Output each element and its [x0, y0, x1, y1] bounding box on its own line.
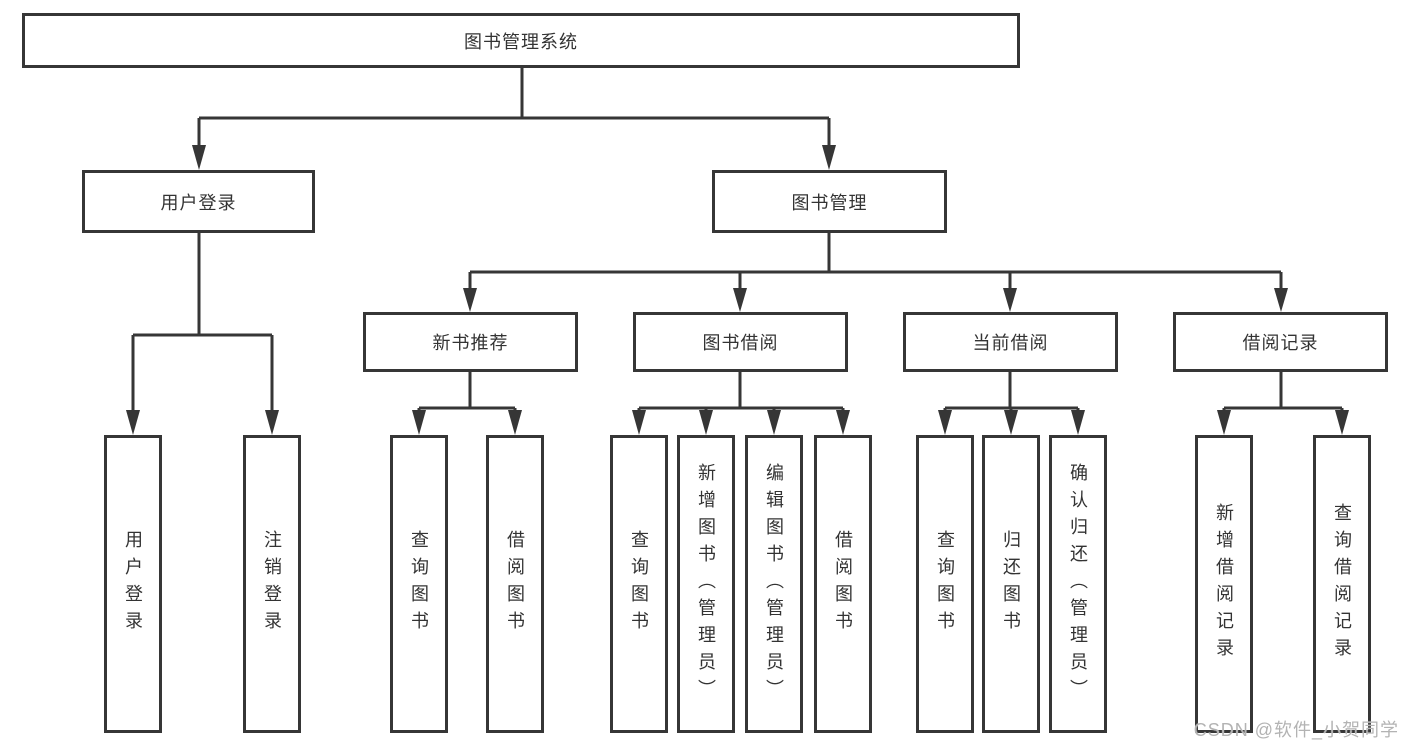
node-current-borrowing: 当前借阅 [903, 312, 1118, 372]
arrowheads [126, 145, 1349, 435]
leaf-borrow-books-1: 借阅图书 [486, 435, 544, 733]
leaf-edit-books-admin: 编辑图书（管理员） [745, 435, 803, 733]
leaf-add-borrowing-record: 新增借阅记录 [1195, 435, 1253, 733]
node-label: 图书借阅 [702, 333, 779, 353]
node-borrowing-records: 借阅记录 [1173, 312, 1388, 372]
node-label: 用户登录 [160, 192, 237, 213]
node-new-book-recommendation: 新书推荐 [363, 312, 578, 372]
leaf-label: 借阅图书 [505, 530, 525, 638]
node-book-management: 图书管理 [712, 170, 947, 233]
node-label: 当前借阅 [972, 333, 1049, 353]
leaf-add-books-admin: 新增图书（管理员） [677, 435, 735, 733]
leaf-label: 借阅图书 [833, 530, 853, 638]
leaf-label: 归还图书 [1001, 530, 1021, 638]
leaf-label: 新增图书（管理员） [696, 462, 716, 706]
leaf-borrow-books-2: 借阅图书 [814, 435, 872, 733]
leaf-label: 查询图书 [629, 530, 649, 638]
node-label: 借阅记录 [1242, 333, 1319, 353]
leaf-label: 注销登录 [262, 530, 282, 638]
leaf-query-books-1: 查询图书 [390, 435, 448, 733]
leaf-label: 确认归还（管理员） [1068, 462, 1088, 706]
node-label: 图书管理系统 [464, 31, 578, 52]
leaf-return-books: 归还图书 [982, 435, 1040, 733]
leaf-label: 查询图书 [935, 530, 955, 638]
leaf-confirm-return-admin: 确认归还（管理员） [1049, 435, 1107, 733]
node-library-management-system: 图书管理系统 [22, 13, 1020, 68]
leaf-query-borrowing-record: 查询借阅记录 [1313, 435, 1371, 733]
leaf-logout: 注销登录 [243, 435, 301, 733]
leaf-user-login: 用户登录 [104, 435, 162, 733]
leaf-label: 新增借阅记录 [1214, 503, 1234, 665]
node-book-borrowing: 图书借阅 [633, 312, 848, 372]
leaf-query-books-2: 查询图书 [610, 435, 668, 733]
leaf-label: 用户登录 [123, 530, 143, 638]
node-label: 新书推荐 [432, 333, 509, 353]
leaf-label: 查询图书 [409, 530, 429, 638]
leaf-label: 查询借阅记录 [1332, 503, 1352, 665]
leaf-query-books-3: 查询图书 [916, 435, 974, 733]
node-label: 图书管理 [791, 192, 868, 213]
csdn-watermark: CSDN @软件_小贺同学 [1193, 720, 1399, 740]
leaf-label: 编辑图书（管理员） [764, 462, 784, 706]
node-user-login: 用户登录 [82, 170, 315, 233]
